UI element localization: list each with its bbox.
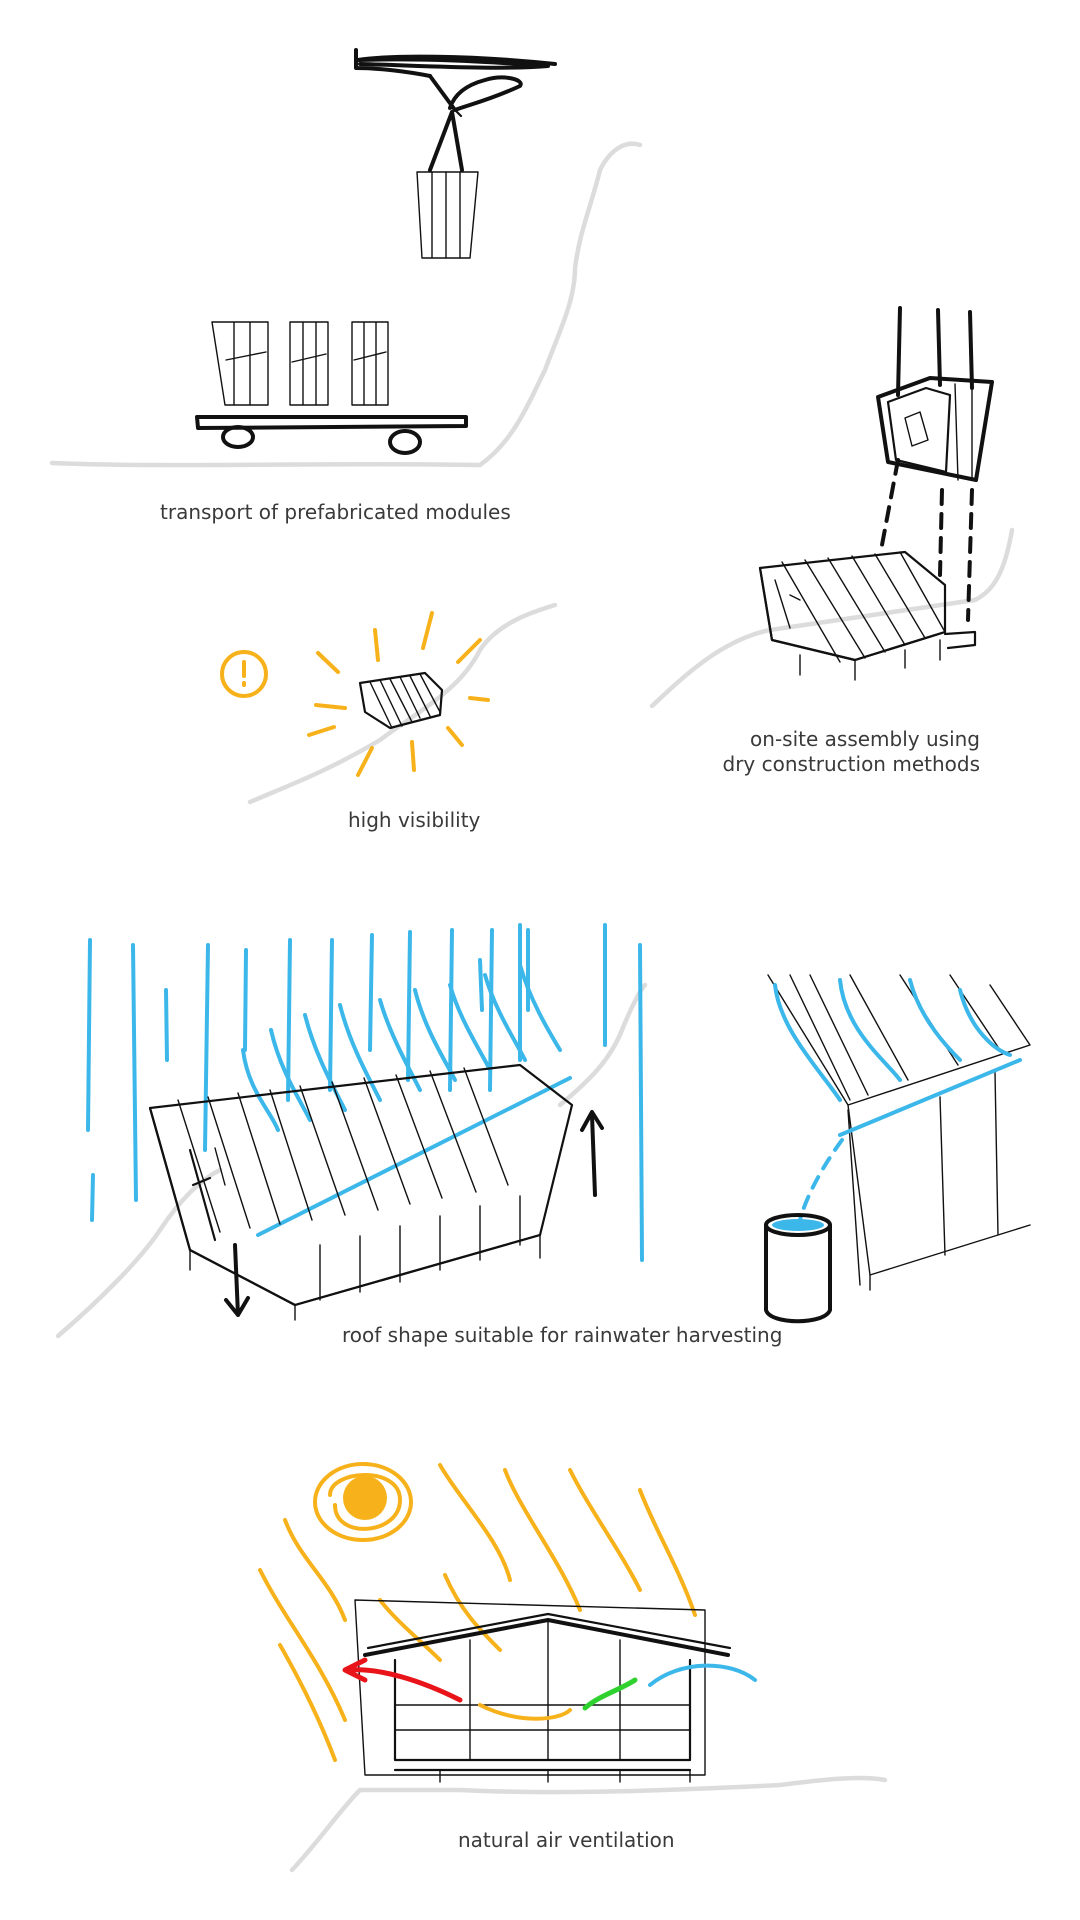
sun-waves bbox=[258, 1463, 697, 1762]
truck-icon bbox=[195, 321, 468, 455]
helicopter-icon bbox=[354, 48, 557, 172]
caption-assembly-line1: on-site assembly using bbox=[750, 727, 980, 751]
rainwater-scene bbox=[55, 923, 1031, 1339]
hanging-module-icon bbox=[416, 171, 479, 259]
crane-module-icon bbox=[876, 376, 994, 482]
sun-icon bbox=[313, 1462, 413, 1542]
ground-line-ventilation bbox=[289, 1775, 888, 1873]
caption-ventilation: natural air ventilation bbox=[458, 1828, 675, 1852]
assembly-scene bbox=[649, 306, 1015, 709]
caption-assembly-line2: dry construction methods bbox=[722, 752, 981, 776]
warning-icon bbox=[220, 650, 268, 698]
roof-detail-icon bbox=[767, 974, 1031, 1291]
visibility-scene bbox=[220, 602, 558, 805]
caption-transport: transport of prefabricated modules bbox=[160, 500, 511, 524]
sun-rays bbox=[307, 611, 490, 777]
caption-visibility: high visibility bbox=[348, 808, 481, 832]
transport-scene bbox=[49, 48, 643, 468]
ground-line-assembly bbox=[649, 527, 1015, 709]
caption-rainwater: roof shape suitable for rainwater harves… bbox=[342, 1323, 783, 1347]
ventilation-scene bbox=[258, 1462, 888, 1873]
arrow-icon bbox=[224, 1110, 604, 1317]
cabin-icon bbox=[758, 550, 977, 681]
rain-lines bbox=[86, 923, 644, 1262]
house-section-icon bbox=[354, 1599, 732, 1783]
barrel-icon bbox=[764, 1213, 832, 1324]
cabin-icon-small bbox=[358, 671, 444, 730]
ground-line-visibility bbox=[247, 602, 558, 805]
cabin-icon-rain bbox=[148, 1063, 574, 1321]
airflow-arrows bbox=[342, 1657, 757, 1721]
ground-line-transport bbox=[49, 141, 643, 468]
